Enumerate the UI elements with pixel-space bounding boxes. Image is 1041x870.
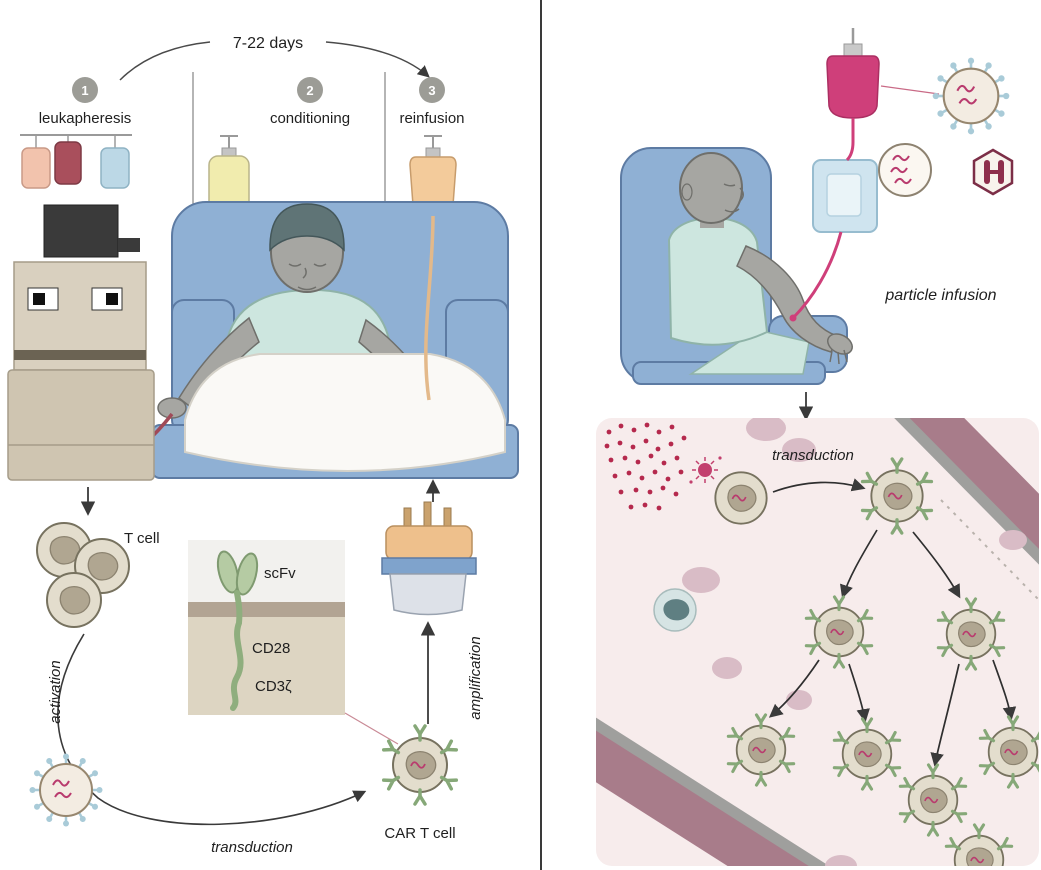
- car-t-cell-label: CAR T cell: [384, 825, 455, 842]
- cd3zeta-label: CD3ζ: [255, 678, 292, 695]
- step-1-badge: [72, 77, 98, 103]
- scfv-label: scFv: [264, 565, 296, 582]
- machine-monitor: [43, 204, 119, 258]
- blood-vessel-scene: transduction: [596, 418, 1039, 866]
- construct-membrane: [188, 602, 345, 617]
- particle-infusion-label: particle infusion: [884, 287, 996, 304]
- blanket: [184, 353, 506, 472]
- step-2-label: conditioning: [270, 110, 350, 127]
- bag-zoom-line: [880, 85, 940, 95]
- viral-vector-icon: [28, 752, 104, 828]
- construct-intracellular: [188, 617, 345, 715]
- t-cell-cluster: [36, 522, 130, 628]
- patient-head-bald: [679, 152, 743, 224]
- endothelium-topright: [892, 418, 1039, 576]
- blood-bag-blue: [100, 147, 130, 189]
- step-3-label: reinfusion: [399, 110, 464, 127]
- blood-bag-red: [54, 141, 82, 185]
- vessel-wall-bottomleft: [596, 700, 884, 866]
- iv-site: [789, 314, 797, 322]
- patient-ear: [681, 183, 693, 201]
- patient-scrubs: [667, 216, 769, 346]
- step-1-number: 1: [81, 83, 88, 98]
- step-2-number: 2: [306, 83, 313, 98]
- left-panel-ex-vivo: 7-22 days 1 leukapheresis 2 conditioning…: [7, 35, 519, 856]
- car-construct-inset: scFv CD28 CD3ζ: [188, 540, 399, 745]
- construct-extracellular: [188, 540, 345, 602]
- leukocyte: [653, 588, 697, 632]
- patient-right: [667, 152, 853, 375]
- bioreactor: [381, 501, 477, 616]
- activation-label: activation: [47, 660, 64, 723]
- blood-bag-salmon: [21, 147, 51, 189]
- viral-particle-icon: [931, 56, 1011, 136]
- step-3-badge: [419, 77, 445, 103]
- car-receptor-tail: [230, 590, 244, 711]
- car-t-cell: [384, 726, 457, 804]
- panel-divider: [540, 0, 542, 870]
- arrow-divide: [848, 663, 870, 723]
- patient-left-hand: [157, 397, 187, 419]
- scfv-lobe: [216, 550, 240, 594]
- vessel-wall-topright: [898, 418, 1039, 571]
- patient-face: [288, 263, 327, 291]
- infusion-tube-lower: [791, 231, 843, 320]
- arrow-divide: [839, 529, 878, 599]
- arrow-divide: [912, 531, 961, 599]
- step-1-leukapheresis: 1 leukapheresis: [39, 77, 132, 127]
- t-cell-label: T cell: [124, 530, 160, 547]
- cd28-label: CD28: [252, 640, 290, 657]
- transduction-label-right: transduction: [772, 447, 854, 464]
- apheresis-machine: [7, 134, 155, 481]
- timeline-arc-left: [119, 41, 211, 81]
- conditioning-iv-bag: [208, 135, 250, 213]
- monitor-arm: [118, 238, 140, 252]
- scfv-lobe: [235, 552, 259, 596]
- arrow-divide: [992, 659, 1017, 721]
- transduction-label-left: transduction: [211, 839, 293, 856]
- amplification-label: amplification: [467, 636, 484, 719]
- step-2-conditioning: 2 conditioning: [270, 77, 350, 127]
- endothelium-bottomleft: [596, 693, 888, 866]
- arrow-transduction: [772, 478, 866, 493]
- arrow-divide: [768, 659, 820, 718]
- step-3-number: 3: [428, 83, 435, 98]
- rna-particle-icon: [878, 143, 932, 197]
- patient-hand: [827, 333, 853, 355]
- construct-pointer-line: [344, 712, 399, 745]
- infusion-pump: [812, 159, 878, 233]
- reinfusion-tube: [424, 215, 435, 401]
- activation-transduction-arrow: [57, 633, 367, 826]
- right-panel-in-vivo: particle infusion: [596, 28, 1039, 866]
- step-2-badge: [297, 77, 323, 103]
- patient-face: [723, 183, 744, 213]
- transduced-cell: [715, 472, 766, 523]
- patient-fingers: [829, 349, 848, 365]
- patient-legs: [688, 329, 810, 375]
- infecting-particle-icon: [689, 456, 722, 484]
- timeline-arc-right: [325, 41, 430, 78]
- surgical-cap: [269, 203, 345, 252]
- step-3-reinfusion: 3 reinfusion: [399, 77, 465, 127]
- particle-iv-bag: [826, 28, 880, 119]
- infusion-tube-upper: [845, 118, 855, 162]
- arrow-divide: [930, 663, 960, 767]
- machine-base: [7, 369, 155, 481]
- particle-cloud: [604, 422, 687, 511]
- duration-label: 7-22 days: [233, 35, 303, 52]
- protein-particle-icon: [972, 148, 1014, 196]
- step-1-label: leukapheresis: [39, 110, 132, 127]
